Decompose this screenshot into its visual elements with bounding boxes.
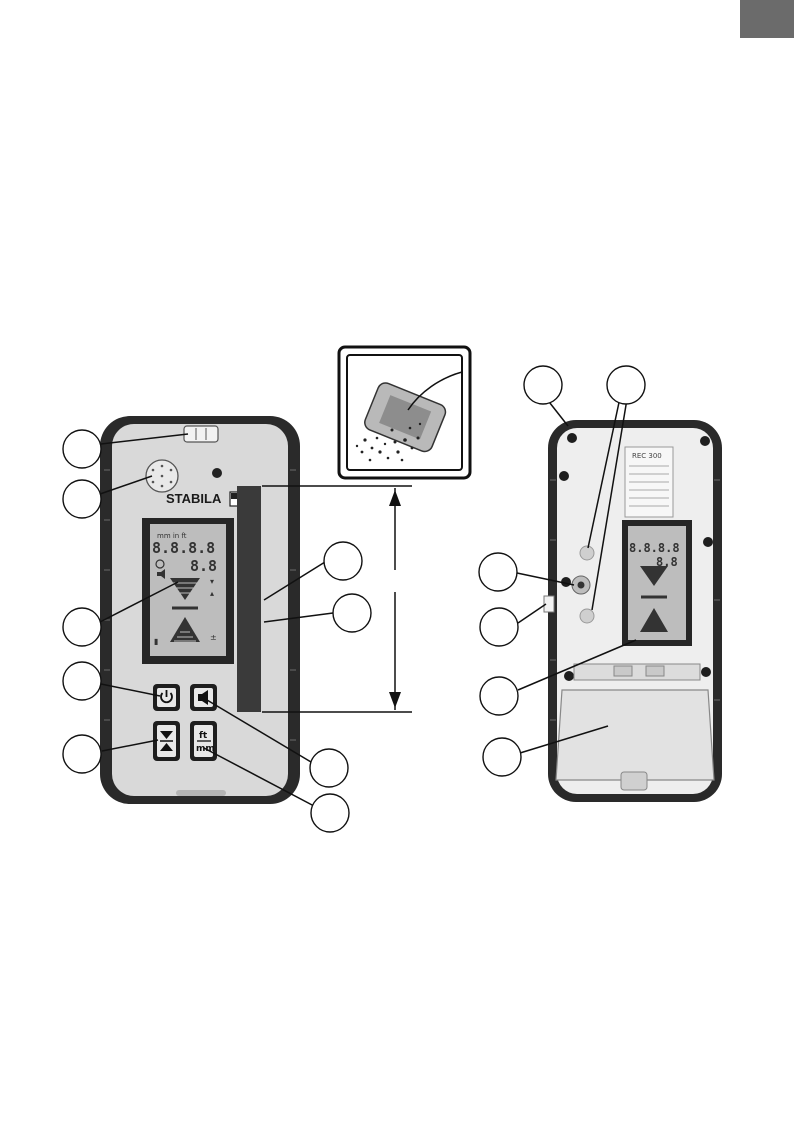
front-bottom-notch (176, 790, 226, 796)
callout-circle-power (63, 662, 101, 700)
battery-cover-latch[interactable] (621, 772, 647, 790)
power-button[interactable] (153, 684, 180, 711)
sound-button[interactable] (190, 684, 217, 711)
lcd-digits-top: 8.8.8.8 (152, 539, 215, 557)
callout-circle-mount-holes (607, 366, 645, 404)
spirit-level-vial (184, 426, 218, 442)
callout-circle-units (311, 794, 349, 832)
brand-name: STABILA (166, 491, 222, 506)
unit-ft-label: ft (199, 731, 208, 741)
callout-circle-marker-notch (324, 542, 362, 580)
callout-circle-clamp-thread (479, 553, 517, 591)
callout-circle-sound (310, 749, 348, 787)
callout-circle-level-vial (63, 430, 101, 468)
water-resistance-icon (339, 347, 470, 478)
lcd-battery-mark: ▮ (154, 637, 158, 646)
battery-cover-hinge (574, 664, 700, 680)
lcd-digits-mid: 8.8 (190, 557, 217, 575)
status-led (212, 468, 222, 478)
lcd-side-arrows: ▾ (210, 577, 214, 586)
receiver-rear-view: REC 300 8.8.8.8 8.8 (544, 420, 722, 802)
rear-lcd-digits-top: 8.8.8.8 (629, 541, 680, 555)
detection-window (237, 486, 261, 712)
rear-model-text: REC 300 (632, 452, 662, 460)
lcd-level-mark: ± (210, 633, 217, 642)
callout-circle-housing (524, 366, 562, 404)
callout-circle-rear-display (480, 677, 518, 715)
callout-circle-accuracy (63, 735, 101, 773)
callout-circle-display (63, 608, 101, 646)
rear-lcd-digits-mid: 8.8 (656, 555, 678, 569)
callout-circle-detection-window (333, 594, 371, 632)
callout-circle-battery-cover (483, 738, 521, 776)
callout-circle-side-slider (480, 608, 518, 646)
rear-spec-label: REC 300 (625, 447, 673, 517)
callout-circle-speaker (63, 480, 101, 518)
unit-button[interactable]: ft mm (190, 721, 217, 761)
accuracy-button[interactable] (153, 721, 180, 761)
lcd-side-arrows-up: ▴ (210, 589, 214, 598)
